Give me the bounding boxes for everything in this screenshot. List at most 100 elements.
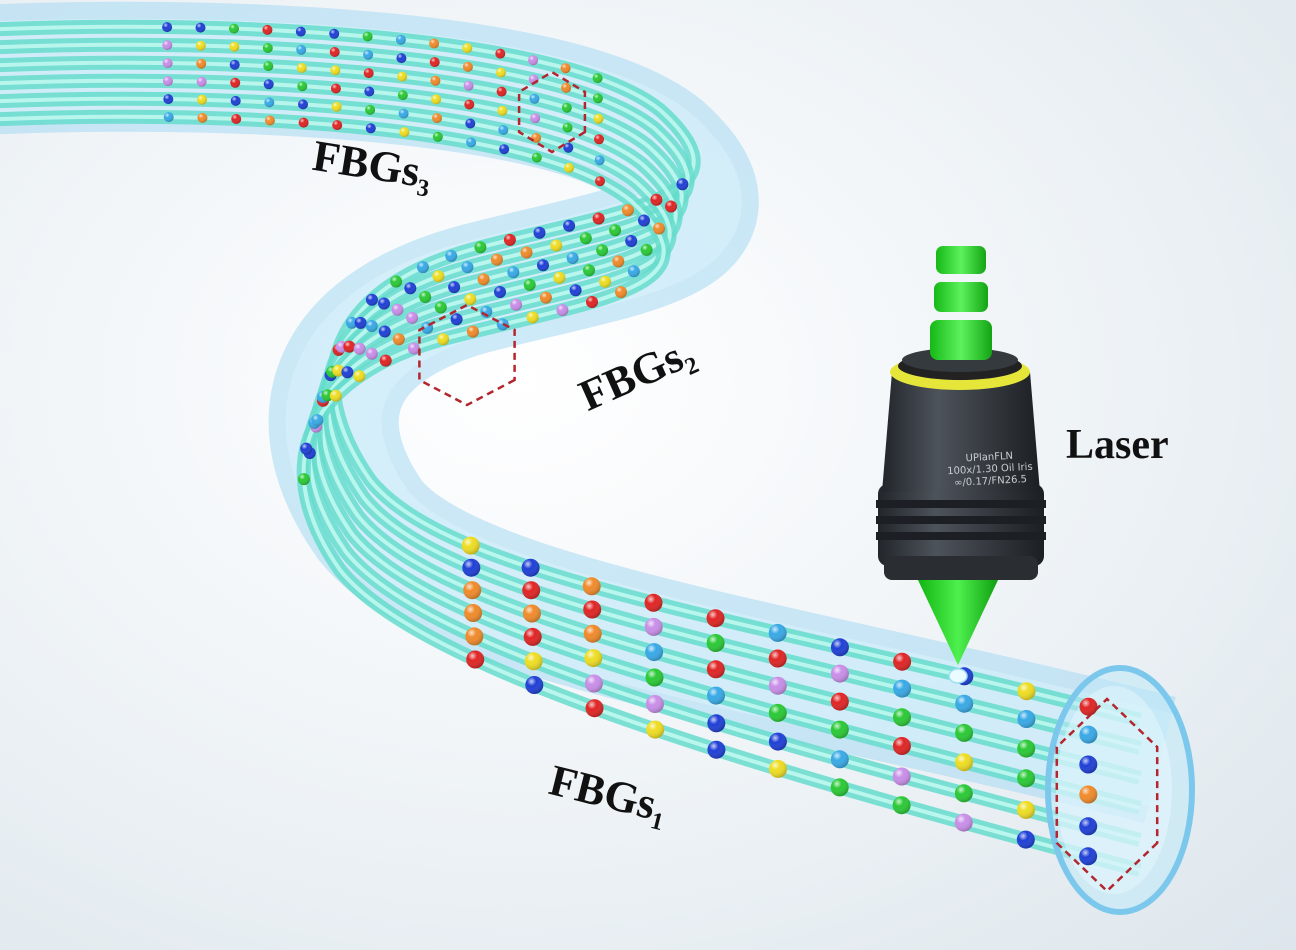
grating-dot-shine [331, 101, 342, 112]
grating-dot-shine [496, 86, 507, 97]
grating-dot-shine [768, 732, 787, 751]
grating-dot-shine [563, 142, 574, 153]
grating-dot-shine [645, 643, 664, 662]
grating-dot-shine [510, 298, 523, 311]
grating-dot-shine [522, 581, 541, 600]
grating-dot-shine [706, 634, 725, 652]
grating-dot-shine [676, 178, 689, 191]
grating-dot-shine [955, 694, 974, 713]
grating-dot-shine [1017, 769, 1036, 788]
grating-dots [162, 22, 1098, 866]
grating-dot-shine [365, 123, 376, 134]
grating-dot-shine [523, 627, 542, 646]
grating-dot-shine [592, 73, 603, 84]
grating-dot-shine [329, 28, 340, 39]
grating-dot-shine [561, 102, 572, 113]
grating-dot-shine [195, 40, 206, 51]
grating-dot-shine [330, 83, 341, 94]
grating-dot-shine [707, 740, 726, 759]
grating-dot-shine [497, 105, 508, 116]
grating-dot-shine [707, 686, 725, 705]
grating-dot-shine [378, 325, 391, 338]
grating-dot-shine [229, 41, 240, 52]
grating-dot-shine [311, 414, 324, 427]
grating-dot-shine [490, 253, 503, 266]
grating-dot-shine [531, 152, 542, 163]
grating-dot-shine [1079, 697, 1098, 716]
grating-dot-shine [162, 58, 173, 69]
grating-dot-shine [830, 664, 849, 683]
laser-beam-cone [918, 580, 998, 665]
grating-dot-shine [769, 759, 787, 778]
grating-dot-shine [955, 723, 974, 742]
grating-dot-shine [665, 200, 677, 213]
grating-dot-shine [586, 296, 598, 308]
grating-dot-shine [499, 144, 510, 155]
grating-dot-shine [893, 652, 912, 671]
grating-dot-shine [640, 243, 653, 256]
grating-dot-shine [353, 370, 366, 383]
grating-dot-shine [893, 708, 911, 727]
grating-dot-shine [523, 278, 536, 291]
grating-dot-shine [768, 649, 787, 668]
grating-dot-shine [584, 649, 603, 668]
grating-dot-shine [525, 676, 544, 694]
grating-dot-shine [163, 94, 174, 105]
grating-dot-shine [768, 676, 787, 695]
grating-dot-shine [615, 286, 627, 299]
grating-dot-shine [332, 364, 345, 377]
grating-dot-shine [464, 293, 477, 306]
grating-dot-shine [404, 282, 417, 295]
grating-dot-shine [297, 473, 310, 486]
grating-dot-shine [466, 137, 477, 148]
grating-dot-shine [892, 796, 911, 815]
grating-dot-shine [464, 604, 483, 622]
grating-dot-shine [495, 67, 506, 78]
grating-dot-shine [329, 47, 340, 57]
grating-dot-shine [621, 204, 634, 217]
hexagon-outline [418, 303, 516, 407]
grating-dot-shine [653, 222, 665, 235]
grating-dot-shine [954, 813, 973, 832]
grating-dot-shine [229, 59, 240, 70]
grating-dot-shine [566, 252, 579, 264]
grating-dot-shine [1079, 847, 1098, 866]
grating-dot-shine [1016, 830, 1035, 849]
grating-dot-shine [397, 90, 408, 101]
grating-dot-shine [644, 617, 663, 636]
grating-dot-shine [196, 58, 207, 69]
grating-dot-shine [437, 333, 450, 346]
grating-dot-shine [230, 95, 241, 106]
grating-dot-shine [162, 22, 173, 33]
grating-dot-shine [594, 155, 605, 166]
grating-dot-shine [264, 97, 275, 108]
grating-dot-shine [343, 340, 356, 353]
grating-dot-shine [644, 593, 663, 612]
grating-dot-shine [625, 235, 638, 247]
grating-dot-shine [569, 284, 582, 297]
grating-dot-shine [893, 679, 912, 698]
grating-dot-shine [496, 318, 509, 331]
grating-dot-shine [592, 93, 603, 104]
grating-dot-shine [583, 264, 595, 277]
grating-dot-shine [585, 699, 604, 718]
grating-dot-shine [461, 261, 474, 274]
grating-dot-shine [830, 638, 849, 657]
grating-dot-shine [365, 347, 378, 360]
grating-dot-shine [432, 131, 443, 142]
grating-dot-shine [562, 122, 573, 133]
grating-dot-shine [612, 255, 625, 268]
fiber-end-face [1045, 665, 1195, 915]
grating-dot-shine [1017, 800, 1035, 819]
hexagon-outlines [418, 70, 1159, 893]
grating-dot-shine [1079, 725, 1098, 744]
grating-dot-shine [461, 536, 480, 555]
grating-dot-shine [495, 48, 506, 59]
grating-dot-shine [609, 224, 622, 237]
grating-dot-shine [396, 53, 407, 64]
grating-dot-shine [561, 82, 572, 93]
grating-dot-shine [498, 125, 509, 135]
grating-dot-shine [197, 112, 208, 123]
grating-dot-shine [530, 113, 541, 124]
